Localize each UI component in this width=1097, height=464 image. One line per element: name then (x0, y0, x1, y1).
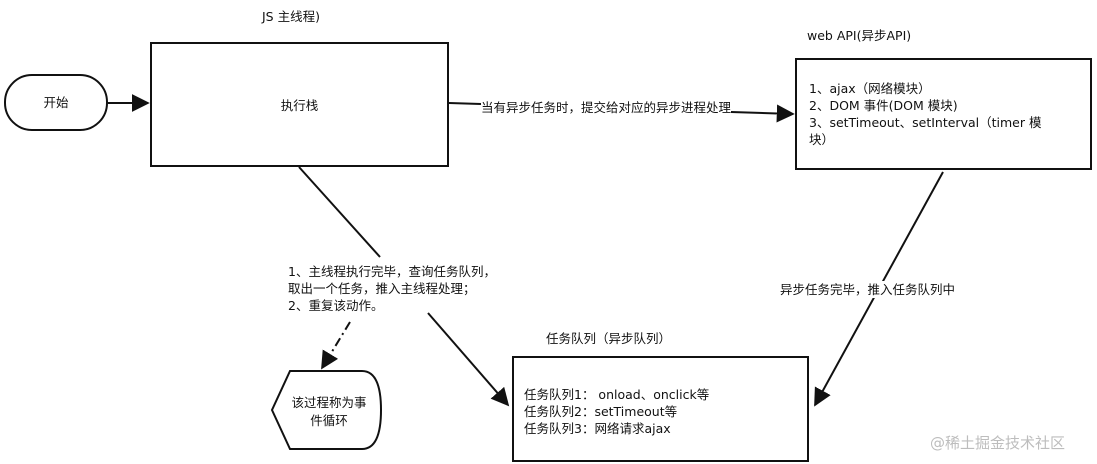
web-api-title: web API(异步API) (807, 28, 912, 43)
task-queue-line-3: 任务队列3：网络请求ajax (524, 421, 671, 436)
watermark: @稀土掘金技术社区 (930, 434, 1066, 452)
execution-stack-box: 执行栈 (150, 42, 449, 167)
web-api-line-1: 1、ajax（网络模块） (809, 81, 931, 96)
task-queue-line-1: 任务队列1： onload、onclick等 (524, 387, 710, 402)
web-api-line-2: 2、DOM 事件(DOM 模块) (809, 98, 958, 113)
execution-stack-label: 执行栈 (280, 98, 319, 113)
web-api-box: 1、ajax（网络模块） 2、DOM 事件(DOM 模块) 3、setTimeo… (795, 58, 1092, 170)
arrow-note-to-queue (427, 312, 510, 407)
task-queue-line-2: 任务队列2：setTimeout等 (524, 404, 678, 419)
loop-note-line-2: 取出一个任务，推入主线程处理； (288, 281, 476, 296)
event-loop-shape (270, 370, 383, 450)
start-terminal-shape (4, 74, 108, 131)
web-api-line-4: 块） (809, 132, 835, 147)
web-api-line-3: 3、setTimeout、setInterval（timer 模 (809, 115, 1042, 130)
loop-note-line-1: 1、主线程执行完毕，查询任务队列， (288, 264, 496, 279)
edge-label-to-web-api: 当有异步任务时，提交给对应的异步进程处理 (481, 99, 732, 116)
edge-label-to-queue: 异步任务完毕，推入任务队列中 (780, 281, 956, 298)
task-queue-box: 任务队列1： onload、onclick等 任务队列2：setTimeout等… (512, 356, 809, 462)
main-thread-title: JS 主线程) (262, 9, 320, 24)
task-queue-title: 任务队列（异步队列） (546, 331, 672, 346)
event-loop-line-1: 该过程称为事 (291, 395, 367, 410)
line-stack-to-note (298, 166, 381, 258)
loop-note-line-3: 2、重复该动作。 (288, 298, 384, 313)
start-label: 开始 (43, 95, 69, 110)
arrow-note-to-event-loop (321, 321, 351, 370)
event-loop-line-2: 件循环 (310, 413, 348, 428)
